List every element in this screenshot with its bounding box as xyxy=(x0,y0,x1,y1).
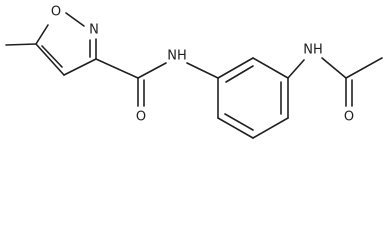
bond-methyl-c5 xyxy=(5,43,37,46)
bond-ring-e xyxy=(217,117,254,139)
bond-ring-e-inner xyxy=(224,113,254,131)
bond-c4-c5-double xyxy=(41,45,63,68)
bond-phenyl-nh-right xyxy=(287,59,305,79)
chemical-structure: O N NH NH O O xyxy=(5,5,383,139)
bond-c4-c5 xyxy=(35,43,65,76)
bond-nh-right-carbonyl xyxy=(321,57,347,79)
bond-c3-carbonyl-left xyxy=(95,58,139,79)
bond-carbonyl-right-methyl xyxy=(345,57,383,79)
bond-carbonyl-left-nh xyxy=(137,62,167,79)
bond-layer xyxy=(5,12,383,139)
ring-nitrogen-label: N xyxy=(89,23,99,38)
bond-ring-a-inner xyxy=(225,65,254,83)
structure-canvas: O N NH NH O O xyxy=(5,5,383,139)
bond-c3-c4 xyxy=(63,58,97,76)
bond-c5-o1 xyxy=(35,24,49,45)
bond-o1-n2 xyxy=(65,12,85,27)
bond-ring-d xyxy=(252,117,289,139)
carbonyl-oxygen-right-label: O xyxy=(344,110,354,125)
bond-ring-b xyxy=(252,57,289,79)
bond-ring-a xyxy=(217,57,254,79)
amide-nh-right-label: NH xyxy=(303,43,323,58)
amide-nh-left-label: NH xyxy=(167,49,187,64)
ring-oxygen-label: O xyxy=(51,5,61,20)
atom-label-layer: O N NH NH O O xyxy=(51,5,354,125)
bond-nh-left-phenyl xyxy=(186,62,219,79)
carbonyl-oxygen-left-label: O xyxy=(136,110,146,125)
